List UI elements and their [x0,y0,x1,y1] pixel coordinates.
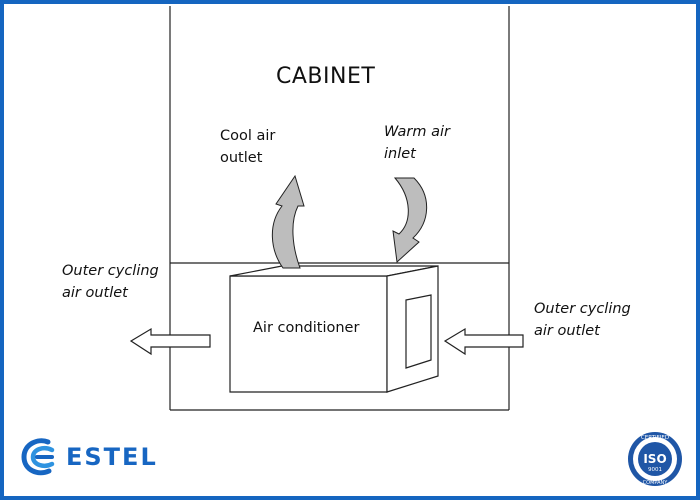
iso-number-text: 9001 [648,467,662,473]
logo-mark-icon [21,438,55,476]
outer-outlet-left-label: Outer cycling air outlet [62,263,159,302]
air-conditioner-label: Air conditioner [253,320,360,336]
estel-logo: ESTEL [18,436,158,478]
iso-certified-text: CERTIFIED [641,435,669,441]
cool-air-arrow-icon [271,174,305,269]
outer-right-arrow-icon [443,327,524,356]
warm-air-arrow-icon [392,177,428,264]
iso-badge-icon: CERTIFIED ISO 9001 COMPANY [628,432,682,486]
air-conditioner-unit [229,265,439,393]
outer-left-arrow-icon [129,327,211,356]
cool-air-outlet-label: Cool air outlet [220,128,276,167]
warm-air-inlet-label: Warm air inlet [384,124,451,163]
cabinet-label: CABINET [276,64,376,89]
iso-company-text: COMPANY [643,480,669,486]
outer-outlet-right-label: Outer cycling air outlet [534,301,631,340]
logo-text: ESTEL [66,443,158,471]
iso-main-text: ISO [643,452,666,466]
